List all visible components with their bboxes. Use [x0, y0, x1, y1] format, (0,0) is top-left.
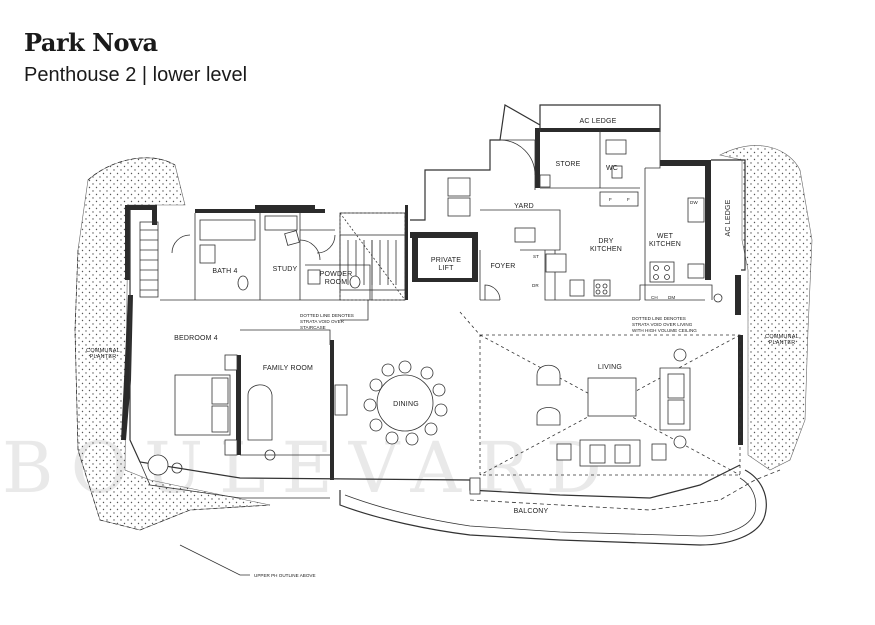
wall	[255, 205, 315, 211]
label-ac-ledge-side: AC LEDGE	[725, 199, 732, 236]
planter-right-area	[719, 145, 813, 471]
yard-sink	[514, 227, 536, 243]
label-wet-kitchen-2: KITCHEN	[649, 241, 681, 248]
family-room-sofa	[247, 384, 276, 461]
label-dining: DINING	[393, 401, 419, 408]
label-private-lift-1: PRIVATE	[431, 257, 461, 264]
label-bedroom4: BEDROOM 4	[174, 335, 218, 342]
label-wc: WC	[606, 165, 618, 172]
label-fridge-2: F	[627, 197, 630, 202]
wall	[535, 128, 540, 188]
upper-ph-outline	[74, 157, 781, 531]
wall	[412, 278, 478, 282]
powder-toilet	[349, 275, 361, 289]
living-furniture	[536, 348, 691, 467]
wall	[735, 275, 741, 315]
wall	[705, 160, 711, 280]
interior-partitions	[160, 128, 713, 456]
dining-sideboard	[334, 384, 348, 416]
label-dr: DR	[532, 283, 539, 288]
label-wet-kitchen-1: WET	[657, 233, 674, 240]
label-dw: DW	[690, 200, 698, 205]
label-bath4: BATH 4	[212, 268, 237, 275]
powder-basin	[307, 269, 321, 285]
washer	[447, 177, 471, 197]
wall	[330, 340, 334, 480]
note-staircase-2: STRATA VOID OVER	[300, 319, 345, 324]
wall	[412, 238, 418, 282]
study-chair	[284, 230, 300, 246]
wall	[738, 335, 743, 445]
dryer	[447, 197, 471, 217]
label-dm: DM	[668, 295, 675, 300]
vanity-bath4	[199, 244, 216, 264]
label-planter-right-2: PLANTER	[769, 340, 796, 346]
bed	[174, 354, 238, 456]
bedroom-chair	[147, 454, 169, 476]
note-staircase-3: STAIRCASE	[300, 325, 326, 330]
note-leader-outline	[179, 544, 250, 576]
bathtub	[199, 219, 256, 241]
label-balcony: BALCONY	[514, 508, 549, 515]
wall	[152, 205, 157, 225]
wall	[405, 205, 408, 300]
label-powder-1: POWDER	[320, 271, 353, 278]
label-planter-left-1: COMMUNAL	[86, 348, 120, 354]
dining-table	[363, 360, 448, 446]
note-leader-staircase	[340, 300, 369, 321]
wc-shower	[605, 139, 627, 155]
label-study: STUDY	[273, 266, 298, 273]
label-planter-right-1: COMMUNAL	[765, 334, 799, 340]
bedroom-wardrobe	[139, 221, 159, 298]
note-staircase-1: DOTTED LINE DENOTES	[300, 313, 354, 318]
label-foyer: FOYER	[490, 263, 515, 270]
wall	[236, 355, 241, 455]
doors	[171, 139, 536, 301]
label-planter-left-2: PLANTER	[90, 354, 117, 360]
wall	[472, 238, 478, 282]
note-living-2: STRATA VOID OVER LIVING	[632, 322, 693, 327]
label-ac-ledge-top: AC LEDGE	[580, 118, 617, 125]
wall	[125, 205, 155, 210]
label-yard: YARD	[514, 203, 534, 210]
balcony-inner	[344, 477, 757, 537]
label-powder-2: ROOM	[325, 279, 348, 286]
note-living-3: WITH HIGH VOLUME CEILING	[632, 328, 697, 333]
label-store: STORE	[556, 161, 581, 168]
label-st: ST	[533, 254, 539, 259]
label-dry-kitchen-1: DRY	[598, 238, 613, 245]
note-living-1: DOTTED LINE DENOTES	[632, 316, 686, 321]
label-private-lift-2: LIFT	[438, 265, 454, 272]
note-upper-outline: UPPER PH OUTLINE ABOVE	[254, 573, 316, 578]
store-fixture	[539, 174, 551, 188]
study-desk	[264, 215, 298, 231]
wall	[660, 160, 710, 166]
label-fridge-1: F	[609, 197, 612, 202]
page-subtitle: Penthouse 2 | lower level	[24, 64, 248, 86]
bedroom-side-table	[171, 462, 183, 474]
wall	[410, 232, 478, 238]
label-dry-kitchen-2: KITCHEN	[590, 246, 622, 253]
label-ch: CH	[651, 295, 658, 300]
balcony-left-edge	[139, 461, 330, 499]
toilet-bath4	[237, 275, 249, 291]
wall	[125, 205, 130, 280]
wc-toilet	[611, 165, 623, 179]
wall	[535, 128, 660, 132]
kitchen-counters	[545, 191, 723, 303]
staircase	[339, 212, 406, 301]
label-living: LIVING	[598, 364, 622, 371]
balcony-door	[469, 477, 481, 495]
living-void	[459, 311, 741, 476]
page-title: Park Nova	[24, 28, 158, 57]
label-family-room: FAMILY ROOM	[263, 365, 313, 372]
balcony-outline	[339, 469, 767, 546]
